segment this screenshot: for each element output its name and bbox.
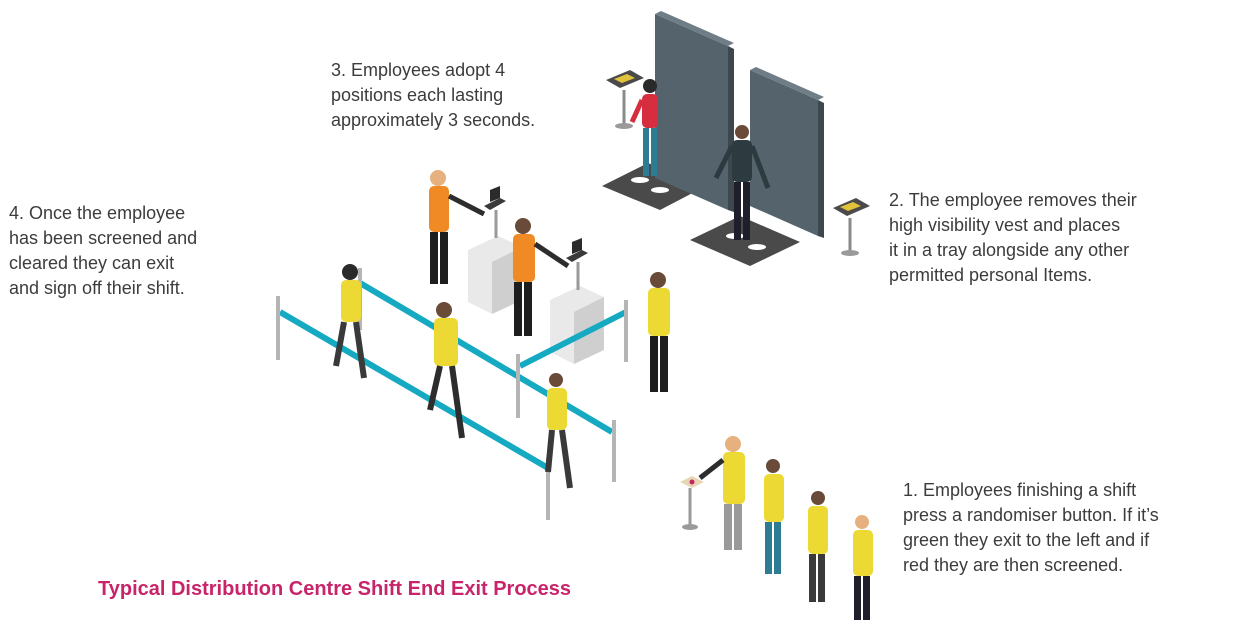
step-1-line-3: green they exit to the left and if xyxy=(903,530,1150,550)
step-3-caption: 3. Employees adopt 4 positions each last… xyxy=(331,58,535,133)
step-4-line-4: and sign off their shift. xyxy=(9,278,185,298)
step-2-line-2: high visibility vest and places xyxy=(889,215,1121,235)
step-2-line-1: 2. The employee removes their xyxy=(889,190,1137,210)
step-3-line-2: positions each lasting xyxy=(331,85,504,105)
step-3-line-1: 3. Employees adopt 4 xyxy=(331,60,506,80)
step-4-line-1: 4. Once the employee xyxy=(9,203,186,223)
walker-1 xyxy=(333,264,367,379)
step-3-line-3: approximately 3 seconds. xyxy=(331,110,536,130)
queue-person-3 xyxy=(808,491,828,602)
scanner-panel-1 xyxy=(655,11,734,212)
step-4-line-2: has been screened and xyxy=(9,228,198,248)
step-1-line-4: red they are then screened. xyxy=(903,555,1124,575)
diagram-title: Typical Distribution Centre Shift End Ex… xyxy=(98,578,572,600)
step-1-line-2: press a randomiser button. If it’s xyxy=(903,505,1159,525)
step-2-line-4: permitted personal Items. xyxy=(889,265,1093,285)
randomiser-button xyxy=(680,476,704,530)
queue-person-1 xyxy=(698,436,745,550)
step-4-caption: 4. Once the employee has been screened a… xyxy=(9,201,197,301)
queue-person-2 xyxy=(764,459,784,574)
footprint-mat-1 xyxy=(602,163,706,210)
waiting-person xyxy=(648,272,670,392)
walker-3 xyxy=(545,373,573,489)
step-2-line-3: it in a tray alongside any other xyxy=(889,240,1130,260)
person-red-top xyxy=(629,79,658,176)
person-dark-scanning xyxy=(713,125,771,240)
tray-stand-2 xyxy=(833,198,870,256)
operator-orange-1 xyxy=(429,170,486,284)
queue-person-4 xyxy=(853,515,873,620)
tray-stand-1 xyxy=(606,70,644,129)
step-1-caption: 1. Employees finishing a shift press a r… xyxy=(903,478,1159,578)
step-4-line-3: cleared they can exit xyxy=(9,253,175,273)
walker-2 xyxy=(427,302,465,439)
operator-orange-2 xyxy=(513,218,570,336)
step-1-line-1: 1. Employees finishing a shift xyxy=(903,480,1137,500)
barrier-tape xyxy=(276,268,628,520)
scanner-panel-2 xyxy=(750,67,824,238)
step-2-caption: 2. The employee removes their high visib… xyxy=(889,188,1137,288)
